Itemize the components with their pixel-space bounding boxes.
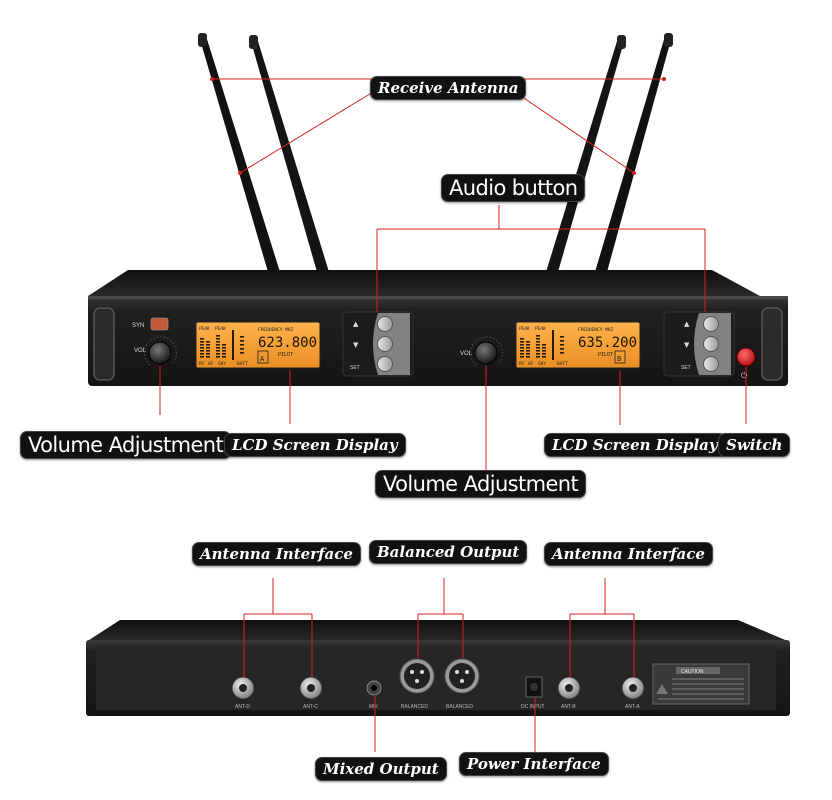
svg-text:RF: RF [519, 361, 525, 367]
caution-label: CAUTION [652, 663, 750, 705]
svg-text:BATT: BATT [237, 361, 248, 367]
svg-text:B: B [617, 355, 621, 363]
front-receiver-unit: SYN VOL PEAK PEAK RF AF SKY BATT FREQUEN… [88, 270, 788, 386]
vol-label-b: VOL [460, 351, 473, 357]
svg-text:PEAK: PEAK [199, 326, 210, 332]
svg-text:MIX: MIX [369, 704, 379, 710]
up-button-b[interactable] [703, 316, 719, 332]
svg-text:SKY: SKY [538, 361, 546, 367]
sync-ir-window [150, 317, 169, 331]
svg-text:PEAK: PEAK [519, 326, 530, 332]
svg-text:PILOT: PILOT [278, 352, 293, 358]
set-button-b[interactable] [703, 356, 719, 372]
svg-text:CAUTION: CAUTION [681, 669, 704, 675]
svg-text:PEAK: PEAK [535, 326, 546, 332]
up-button-a[interactable] [377, 316, 393, 332]
svg-text:▼: ▼ [684, 341, 690, 349]
power-button[interactable] [736, 347, 756, 367]
svg-text:▼: ▼ [353, 341, 359, 349]
callout-volume-adjustment-left: Volume Adjustment [20, 431, 232, 459]
power-icon: ⏻ [741, 371, 748, 380]
antenna-right-inner [546, 35, 626, 272]
callout-mixed-output: Mixed Output [315, 757, 447, 781]
callout-lcd-screen-left: LCD Screen Display [224, 433, 406, 457]
lcd-display-b: PEAK PEAK RF AF SKY BATT FREQUENCY MHZ 6… [515, 321, 641, 369]
svg-text:FREQUENCY MHZ: FREQUENCY MHZ [258, 327, 294, 333]
svg-text:ANT-A: ANT-A [625, 704, 640, 710]
callout-volume-adjustment-center: Volume Adjustment [375, 470, 587, 498]
callout-antenna-interface-left: Antenna Interface [192, 542, 361, 566]
vol-label-a: VOL [134, 348, 147, 354]
lcd-display-a: PEAK PEAK RF AF SKY BATT FREQUENCY MHZ 6… [195, 321, 321, 369]
svg-text:PILOT: PILOT [598, 352, 613, 358]
svg-text:RF: RF [199, 361, 205, 367]
callout-antenna-interface-right: Antenna Interface [544, 542, 713, 566]
xlr-balanced-a [399, 658, 435, 694]
svg-text:FREQUENCY MHZ: FREQUENCY MHZ [578, 327, 614, 333]
svg-text:PEAK: PEAK [215, 326, 226, 332]
svg-text:BATT: BATT [557, 361, 568, 367]
svg-text:A: A [260, 355, 265, 363]
volume-knob-a [148, 341, 172, 365]
svg-text:DC INPUT: DC INPUT [521, 704, 545, 710]
sync-label: SYN [132, 323, 144, 329]
frequency-readout-b: 635.200 [578, 335, 637, 351]
callout-receive-antenna: Receive Antenna [370, 76, 527, 100]
svg-text:AF: AF [208, 361, 214, 367]
antenna-right-outer [595, 33, 673, 272]
down-button-b[interactable] [703, 336, 719, 352]
bnc-connector-ant-d [231, 676, 255, 700]
front-leader-lines [159, 77, 747, 470]
down-button-a[interactable] [377, 336, 393, 352]
back-leader-lines [243, 578, 635, 752]
callout-lcd-screen-right: LCD Screen Display [544, 433, 726, 457]
callout-power-interface: Power Interface [459, 752, 609, 776]
back-receiver-unit: ANT-D ANT-C MIX BALANCED BALANCED [86, 620, 790, 716]
svg-text:▲: ▲ [353, 320, 359, 328]
button-panel-b: ▲ ▼ SET [663, 311, 735, 377]
rack-handle-right [761, 307, 783, 381]
svg-text:SET: SET [681, 365, 691, 371]
svg-text:ANT-C: ANT-C [303, 704, 318, 710]
svg-text:SET: SET [350, 365, 360, 371]
callout-audio-button: Audio button [441, 174, 586, 202]
bnc-connector-ant-a [621, 676, 645, 700]
callout-switch: Switch [718, 433, 791, 457]
bnc-connector-ant-c [299, 676, 323, 700]
svg-text:AF: AF [528, 361, 534, 367]
antenna-left-outer [198, 33, 280, 272]
svg-text:▲: ▲ [684, 320, 690, 328]
svg-text:SKY: SKY [218, 361, 226, 367]
svg-text:BALANCED: BALANCED [446, 704, 473, 710]
volume-knob-b [474, 341, 498, 365]
svg-text:BALANCED: BALANCED [401, 704, 428, 710]
bnc-connector-ant-b [557, 676, 581, 700]
rack-handle-left [93, 307, 115, 381]
set-button-a[interactable] [377, 356, 393, 372]
svg-text:ANT-D: ANT-D [235, 704, 250, 710]
callout-balanced-output: Balanced Output [369, 540, 528, 564]
antenna-left-inner [249, 35, 329, 272]
frequency-readout-a: 623.800 [258, 335, 317, 351]
svg-text:ANT-B: ANT-B [561, 704, 576, 710]
button-panel-a: ▲ ▼ SET [342, 311, 414, 377]
xlr-balanced-b [444, 658, 480, 694]
mix-jack [366, 680, 382, 696]
dc-input-jack [525, 676, 543, 698]
